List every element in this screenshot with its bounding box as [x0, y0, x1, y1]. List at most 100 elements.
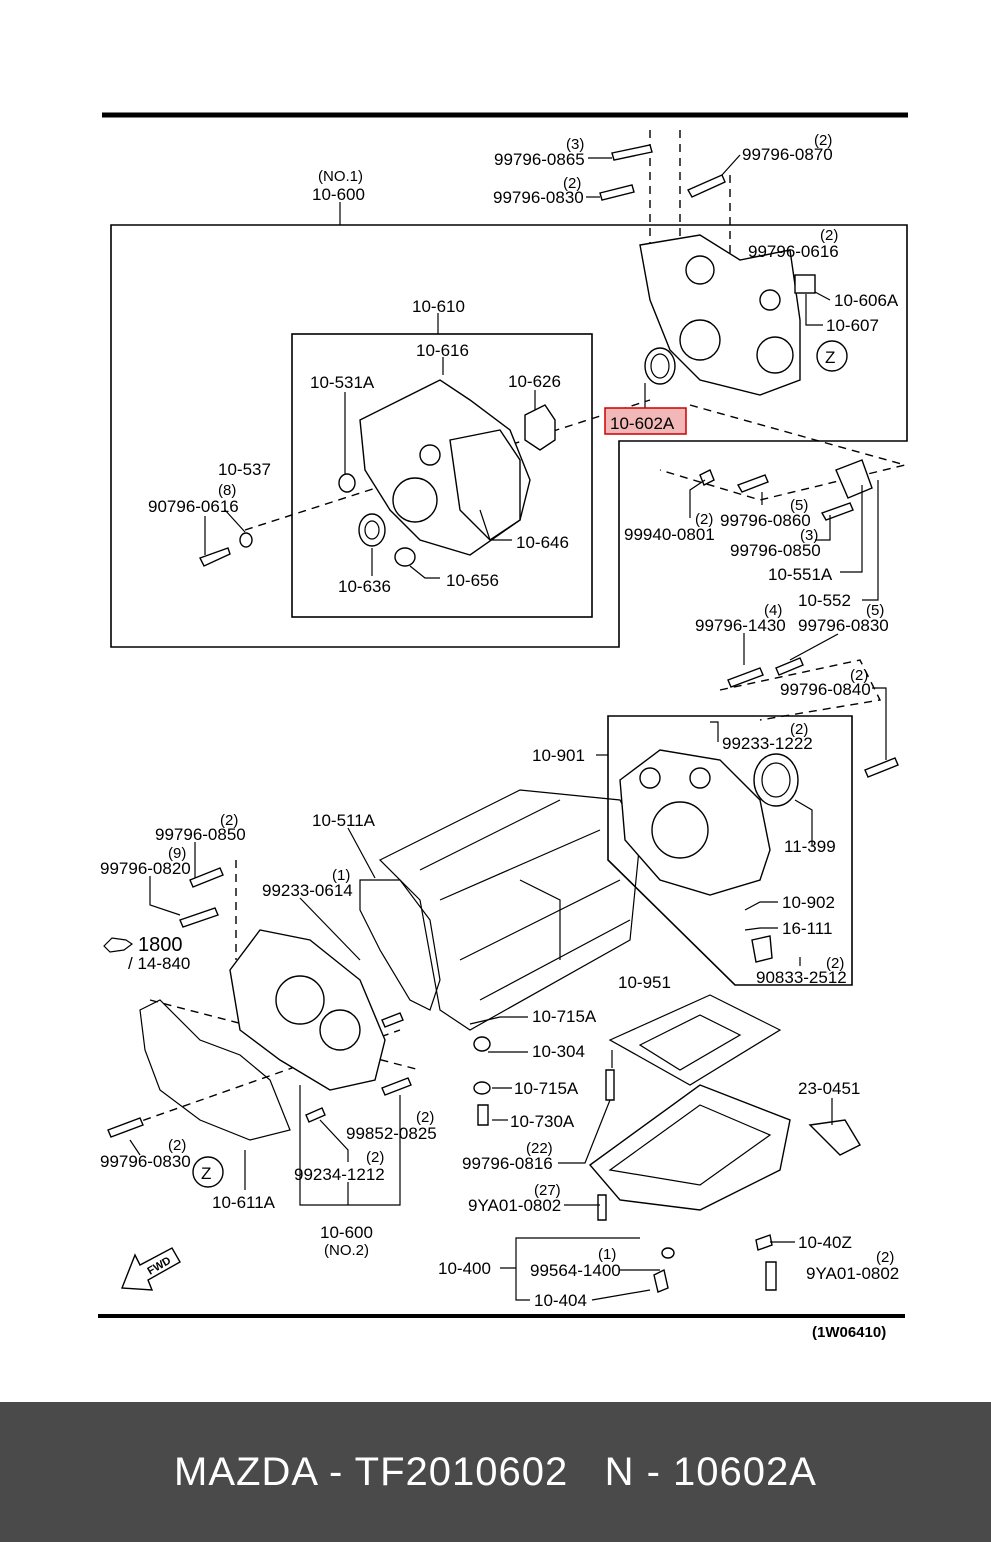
- label-9ya01-0802a: 9YA01-0802: [468, 1196, 561, 1215]
- front-cover-no2-parts: [107, 867, 441, 1188]
- label-23-0451: 23-0451: [798, 1079, 860, 1098]
- label-10-616: 10-616: [416, 341, 469, 360]
- label-10-607: 10-607: [826, 316, 879, 335]
- front-cover-no1-frame: [110, 224, 908, 648]
- qty-99796-0820: (9): [168, 845, 186, 862]
- label-99796-0870: 99796-0870: [742, 145, 833, 164]
- qty-99796-0840: (2): [850, 667, 868, 684]
- qty-99233-1222: (2): [790, 721, 808, 738]
- label-10-531a: 10-531A: [310, 373, 375, 392]
- label-10-730a: 10-730A: [510, 1112, 575, 1131]
- label-99564-1400: 99564-1400: [530, 1261, 621, 1280]
- fwd-arrow-icon: FWD: [120, 1247, 181, 1291]
- label-10-600b: 10-600: [320, 1223, 373, 1242]
- qty-99796-0616a: (2): [820, 227, 838, 244]
- label-90833-2512: 90833-2512: [756, 968, 847, 987]
- qty-99233-0614: (1): [332, 867, 350, 884]
- label-99233-0614: 99233-0614: [262, 881, 353, 900]
- label-10-715a-1: 10-715A: [532, 1007, 597, 1026]
- oil-pan-assembly: [473, 994, 861, 1293]
- footer-banner: MAZDA - TF2010602 N - 10602A: [0, 1402, 991, 1542]
- qty-99564-1400: (1): [598, 1246, 616, 1263]
- inner-cover-frame: [291, 333, 593, 618]
- label-99796-0816: 99796-0816: [462, 1154, 553, 1173]
- z-marker-upper: [816, 340, 848, 372]
- diagram-code: (1W06410): [812, 1324, 886, 1341]
- gasket-10-611a: [139, 999, 291, 1141]
- label-10-626: 10-626: [508, 372, 561, 391]
- label-10-901: 10-901: [532, 746, 585, 765]
- label-10-304: 10-304: [532, 1042, 585, 1061]
- label-99796-0830a: 99796-0830: [493, 188, 584, 207]
- label-10-611a: 10-611A: [212, 1193, 276, 1212]
- label-10-404: 10-404: [534, 1291, 587, 1310]
- qty-90796-0616: (8): [218, 482, 236, 499]
- qty-99796-0870: (2): [814, 132, 832, 149]
- label-10-40z: 10-40Z: [798, 1233, 852, 1252]
- flywheel-housing-parts: [619, 749, 799, 963]
- qty-90833-2512: (2): [826, 955, 844, 972]
- z-label-upper: Z: [825, 348, 835, 367]
- label-99796-0860: 99796-0860: [720, 511, 811, 530]
- leader-lines: [129, 154, 887, 1301]
- label-no2: (NO.2): [324, 1242, 369, 1259]
- label-10-610: 10-610: [412, 297, 465, 316]
- label-99940-0801: 99940-0801: [624, 525, 715, 544]
- label-10-551a: 10-551A: [768, 565, 833, 584]
- label-no1: (NO.1): [318, 168, 363, 185]
- qty-99796-0860: (5): [790, 497, 808, 514]
- label-99234-1212: 99234-1212: [294, 1165, 385, 1184]
- inner-cover-parts: [199, 379, 556, 567]
- label-10-511a: 10-511A: [312, 811, 376, 830]
- label-99796-0850a: 99796-0850: [730, 541, 821, 560]
- label-99796-0830c: 99796-0830: [100, 1152, 191, 1171]
- bushing-10-656: [394, 547, 416, 567]
- label-10-636: 10-636: [338, 577, 391, 596]
- label-9ya01-0802b: 9YA01-0802: [806, 1264, 899, 1283]
- label-10-606a: 10-606A: [834, 291, 899, 310]
- timing-cover-assembly: [639, 234, 848, 396]
- label-99796-0840: 99796-0840: [780, 680, 871, 699]
- label-99796-0830b: 99796-0830: [798, 616, 889, 635]
- hand-pointer-icon: [103, 937, 134, 953]
- qty-99796-0830a: (2): [563, 175, 581, 192]
- label-10-715a-2: 10-715A: [514, 1079, 579, 1098]
- qty-99796-0850a: (3): [800, 527, 818, 544]
- engine-block-outline: [378, 789, 641, 1031]
- qty-99796-0865: (3): [566, 136, 584, 153]
- label-11-399: 11-399: [784, 837, 836, 856]
- label-99852-0825: 99852-0825: [346, 1124, 437, 1143]
- label-99796-0820: 99796-0820: [100, 859, 191, 878]
- footer-part-title: MAZDA - TF2010602 N - 10602A: [174, 1449, 817, 1494]
- label-99233-1222: 99233-1222: [722, 734, 813, 753]
- label-99796-1430: 99796-1430: [695, 616, 786, 635]
- label-90796-0616: 90796-0616: [148, 497, 239, 516]
- qty-9ya01-0802b: (2): [876, 1249, 894, 1266]
- seal-10-636: [358, 513, 386, 547]
- label-1800: 1800: [138, 934, 183, 956]
- label-10-552: 10-552: [798, 591, 851, 610]
- part-labels: (NO.1) 10-600 (3) 99796-0865 (2) 99796-0…: [100, 132, 899, 1341]
- nut-10-531a: [338, 473, 356, 493]
- parts-diagram: FWD: [98, 112, 908, 1341]
- highlighted-part-label: 10-602A: [610, 414, 675, 433]
- gasket-10-951: [608, 994, 782, 1086]
- label-99796-0616a: 99796-0616: [748, 242, 839, 261]
- qty-10-552: (5): [866, 602, 884, 619]
- oil-seal-10-602a: [644, 347, 676, 385]
- flywheel-housing-frame: [607, 715, 853, 986]
- label-14-840: / 14-840: [128, 954, 190, 973]
- label-99796-0850b: 99796-0850: [155, 825, 246, 844]
- qty-99796-0816: (22): [526, 1140, 553, 1157]
- label-10-400: 10-400: [438, 1259, 491, 1278]
- label-10-656: 10-656: [446, 571, 499, 590]
- label-99796-0865: 99796-0865: [494, 150, 585, 169]
- plate-10-551a: [835, 459, 873, 499]
- gasket-10-511a: [359, 879, 441, 1011]
- bolts-upper: [599, 144, 899, 778]
- qty-9ya01-0802a: (27): [534, 1182, 561, 1199]
- label-10-600a: 10-600: [312, 185, 365, 204]
- z-marker-lower: [192, 1156, 224, 1188]
- qty-99852-0825: (2): [416, 1109, 434, 1126]
- qty-99234-1212: (2): [366, 1149, 384, 1166]
